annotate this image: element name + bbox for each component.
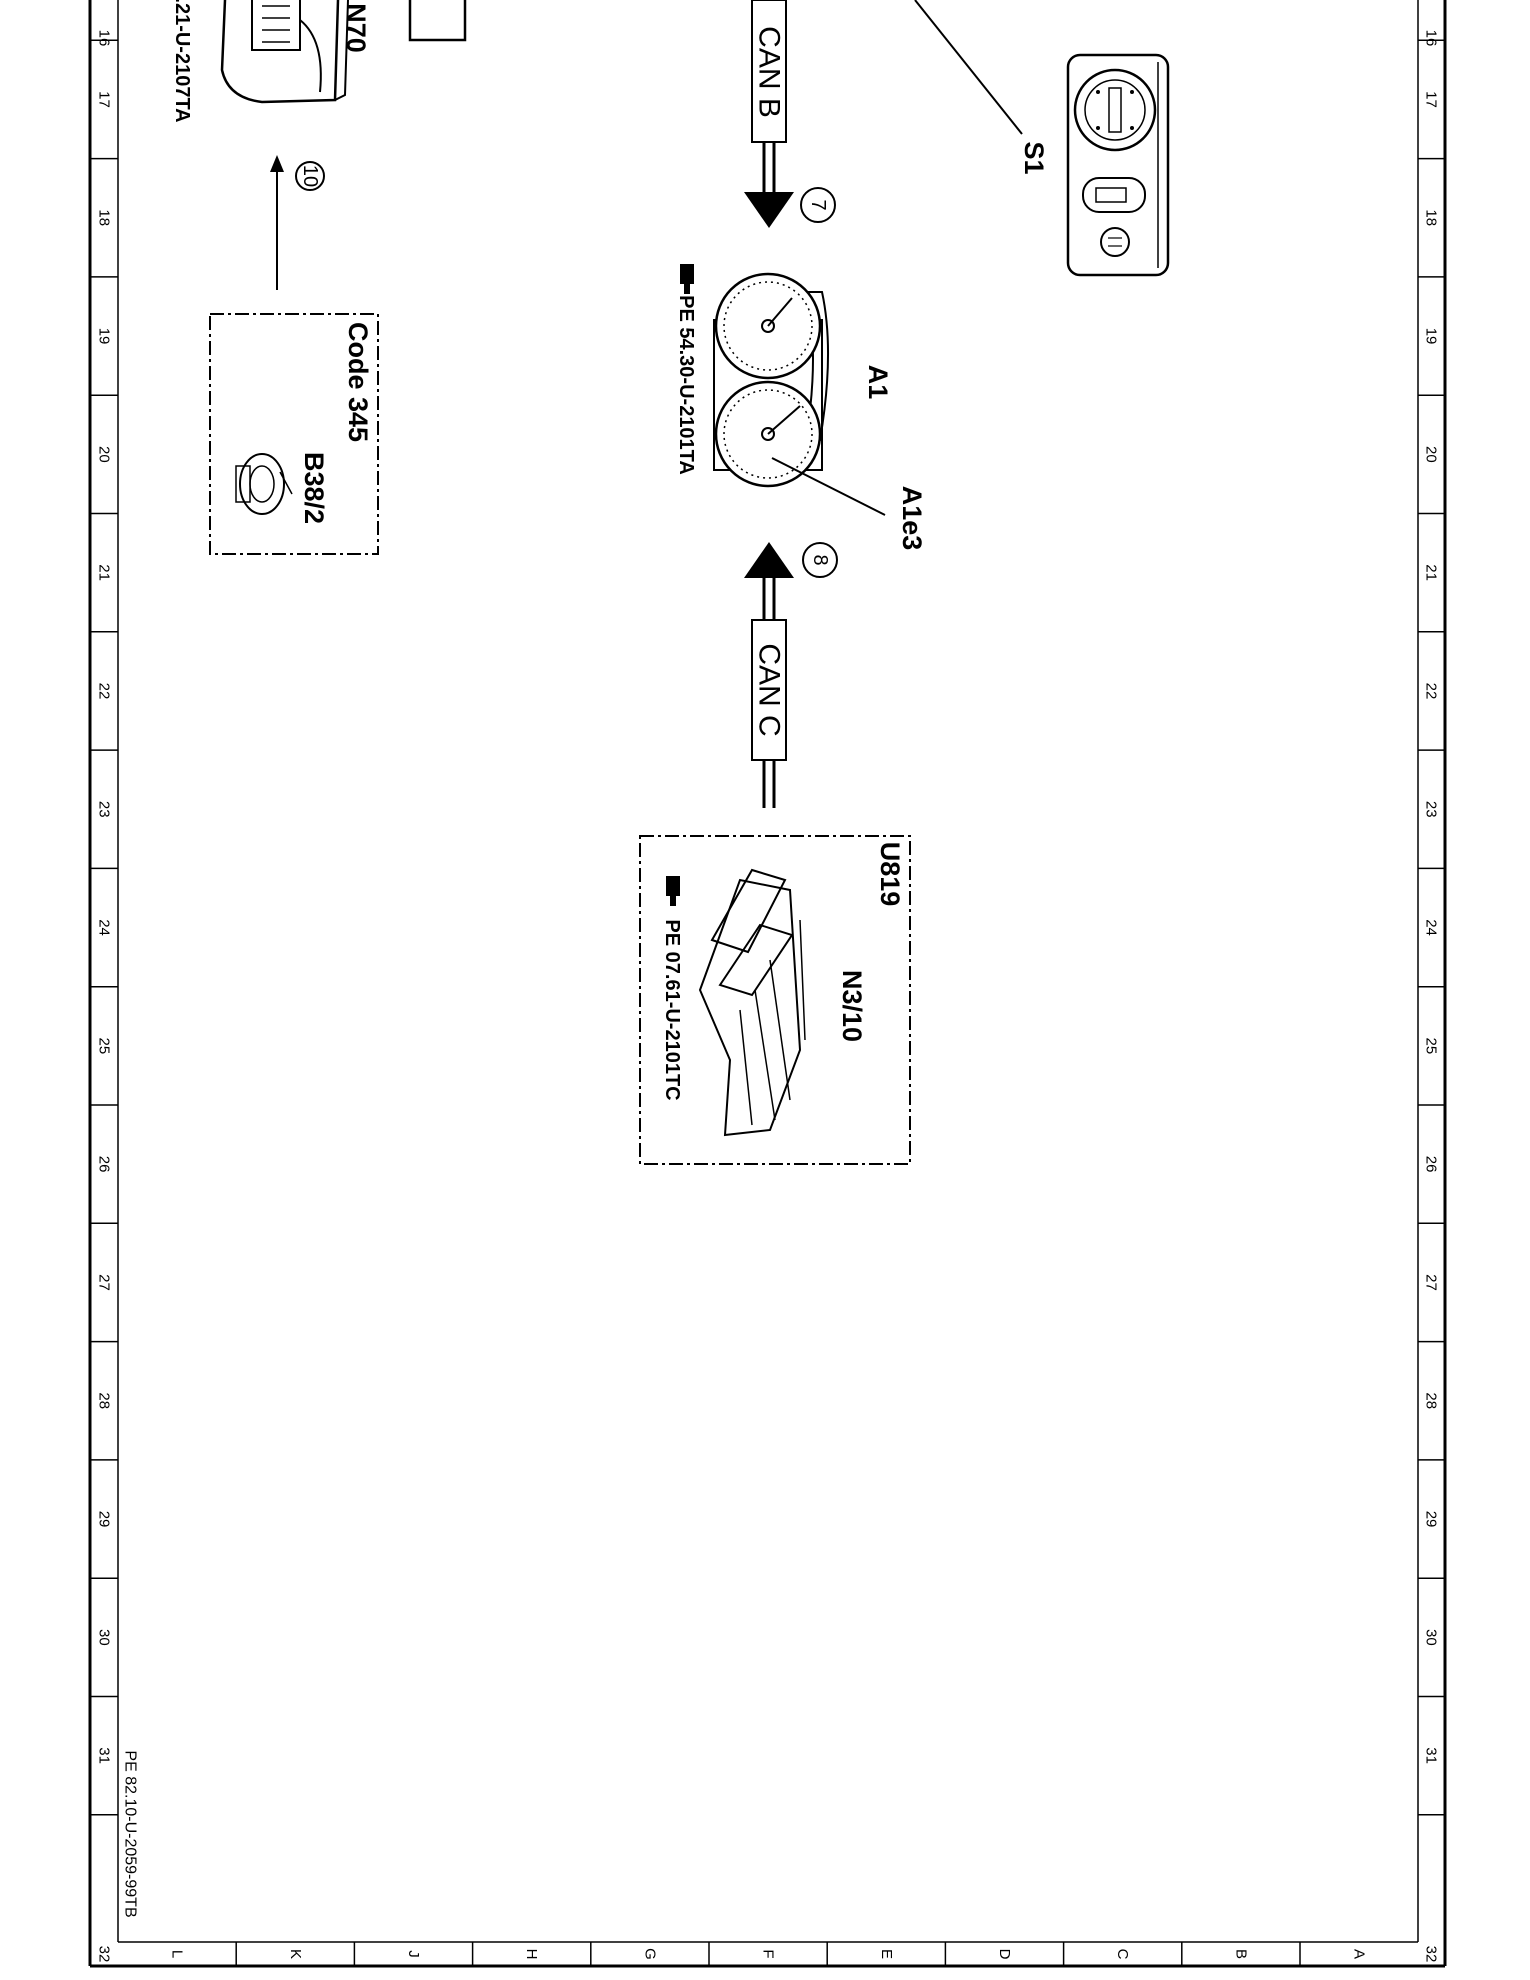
n70-component: N70 .21-U-2107TA (171, 0, 467, 123)
grid-column-label: 27 (1423, 1274, 1440, 1291)
grid-column-label: 23 (96, 801, 113, 818)
grid-column-label: 31 (96, 1747, 113, 1764)
grid-columns: 16 16 17 17 18 18 19 19 20 20 21 21 22 22 23 23 24 24 25 25… (90, 30, 1445, 1963)
n3-10-box: U819 N3/10 PE 07.61-U-2101TC (639, 835, 911, 1165)
engine-control-unit-icon (698, 868, 806, 1137)
callout-8-number: 8 (809, 554, 831, 565)
grid-column-label: 22 (96, 683, 113, 700)
grid-column-label: 20 (96, 446, 113, 463)
grid-column-label: 25 (96, 1038, 113, 1055)
grid-row-label: L (169, 1950, 186, 1958)
grid-row-label: A (1351, 1949, 1368, 1959)
grid-column-label: 19 (96, 328, 113, 345)
fog-light-icon (1100, 227, 1130, 257)
grid-column-label: 24 (1423, 919, 1440, 936)
document-reference: PE 82.10-U-2059-99TB (122, 1750, 139, 1917)
grid-column-label: 24 (96, 919, 113, 936)
light-rotary-knob-icon (1073, 68, 1157, 152)
n70-wire (408, 0, 467, 42)
grid-column-label: 21 (1423, 564, 1440, 581)
grid-column-label: 29 (96, 1511, 113, 1528)
grid-row-label: H (523, 1949, 540, 1960)
can-c-bus: 8 CAN C (744, 542, 838, 808)
callout-10: 10 (270, 155, 325, 290)
gauge-icon (714, 272, 822, 380)
a1-instrument-cluster: A1 A1e3 PE 54.30-U-2101TA (675, 264, 927, 550)
n3-10-label: N3/10 (837, 970, 867, 1042)
code-345-label: Code 345 (343, 322, 373, 442)
grid-column-label: 18 (1423, 209, 1440, 226)
u819-code: U819 (875, 842, 905, 907)
s1-component: S1 (914, 0, 1170, 277)
a1e3-label: A1e3 (897, 486, 927, 551)
callout-7-number: 7 (807, 199, 829, 210)
grid-column-label: 29 (1423, 1511, 1440, 1528)
grid-column-label: 23 (1423, 801, 1440, 818)
grid-column-label: 30 (1423, 1629, 1440, 1646)
grid-column-label: 18 (96, 209, 113, 226)
grid-column-label: 27 (96, 1274, 113, 1291)
grid-row-label: B (1232, 1949, 1249, 1959)
grid-column-label: 17 (96, 91, 113, 108)
grid-column-label: 32 (96, 1946, 113, 1963)
s1-switch-body (1066, 53, 1170, 277)
gauge-icon (714, 380, 822, 488)
grid-row-label: G (641, 1948, 658, 1960)
can-b-bus: CAN B 7 (744, 0, 836, 228)
s1-label: S1 (1019, 141, 1049, 174)
grid-row-label: F (760, 1949, 777, 1958)
grid-column-label: 28 (96, 1392, 113, 1409)
n3-10-reference: PE 07.61-U-2101TC (661, 919, 683, 1100)
grid-row-label: E (878, 1949, 895, 1959)
n70-label: N70 (341, 3, 371, 53)
grid-column-label: 32 (1423, 1946, 1440, 1963)
grid-column-label: 25 (1423, 1038, 1440, 1055)
n70-housing-shape (220, 0, 340, 104)
grid-column-label: 17 (1423, 91, 1440, 108)
callout-10-number: 10 (299, 165, 321, 187)
grid-column-label: 28 (1423, 1392, 1440, 1409)
sheet-frame (88, 0, 1447, 1968)
hand-pointer-icon (666, 876, 680, 906)
grid-column-label: 30 (96, 1629, 113, 1646)
a1-reference: PE 54.30-U-2101TA (675, 295, 697, 475)
grid-row-label: J (405, 1950, 422, 1958)
can-c-label: CAN C (753, 643, 786, 736)
grid-column-label: 31 (1423, 1747, 1440, 1764)
grid-row-label: D (996, 1949, 1013, 1960)
a1-label: A1 (863, 365, 893, 400)
grid-column-label: 19 (1423, 328, 1440, 345)
grid-column-label: 21 (96, 564, 113, 581)
grid-column-label: 16 (96, 30, 113, 47)
grid-row-label: K (287, 1949, 304, 1959)
b38-2-sensor-icon (235, 453, 293, 515)
code-345-box: Code 345 B38/2 (209, 313, 379, 555)
grid-column-label: 22 (1423, 683, 1440, 700)
can-b-label: CAN B (753, 26, 786, 118)
hand-pointer-icon (680, 264, 694, 294)
grid-column-label: 26 (1423, 1156, 1440, 1173)
n70-reference: .21-U-2107TA (171, 0, 193, 123)
grid-row-label: C (1114, 1949, 1131, 1960)
s1-slot-switch-icon (1082, 177, 1146, 213)
grid-column-label: 16 (1423, 30, 1440, 47)
grid-column-label: 26 (96, 1156, 113, 1173)
b38-2-label: B38/2 (299, 452, 329, 524)
grid-column-label: 20 (1423, 446, 1440, 463)
